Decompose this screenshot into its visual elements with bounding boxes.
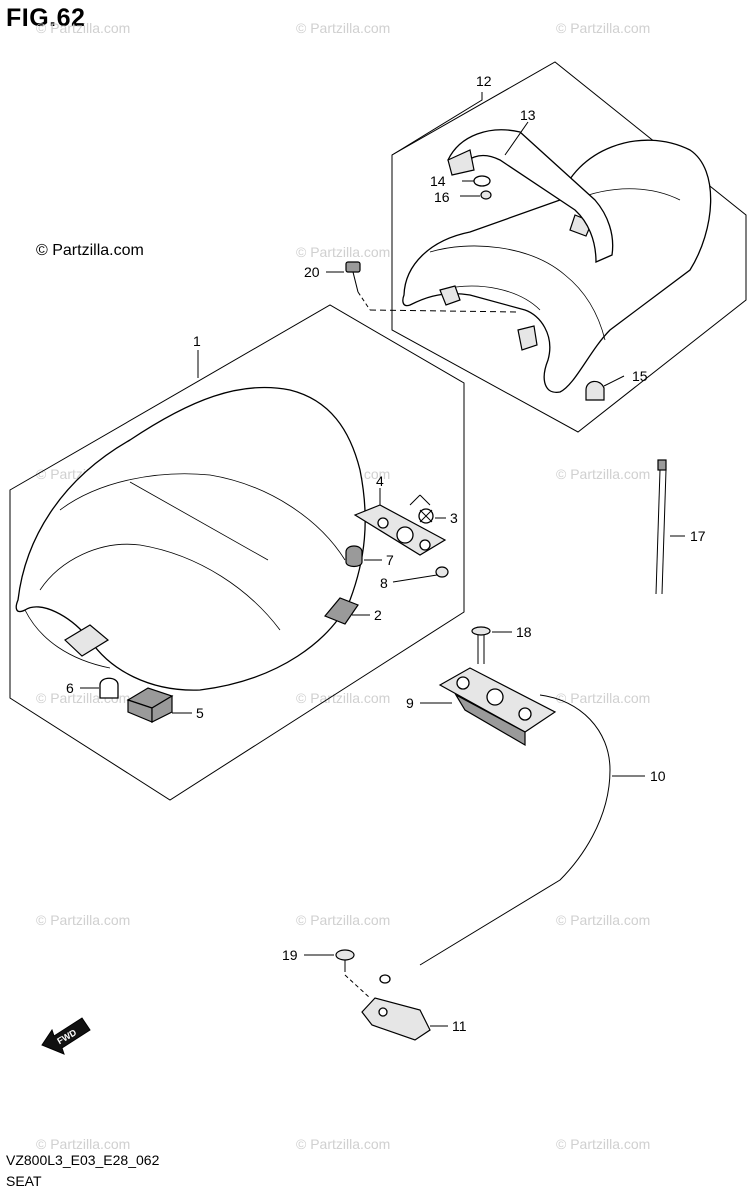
watermark: © Partzilla.com (296, 244, 391, 260)
forward-arrow-icon: FWD (41, 1017, 91, 1055)
leader-line (392, 574, 438, 583)
handle-mount (447, 149, 475, 176)
washer (473, 175, 491, 187)
callout-5: 5 (196, 705, 204, 721)
copyright-notice: © Partzilla.com (36, 242, 144, 259)
callout-17: 17 (690, 528, 706, 544)
screw (471, 626, 491, 664)
front-seat-group-frame (9, 304, 465, 801)
callout-1: 1 (193, 333, 201, 349)
callout-8: 8 (380, 575, 388, 591)
leader-line (391, 92, 483, 156)
rear-seat-group-frame (391, 61, 747, 433)
watermark: © Partzilla.com (556, 466, 651, 482)
leader-line (603, 375, 625, 387)
leader-line (504, 121, 529, 156)
callout-18: 18 (516, 624, 532, 640)
bolt (345, 261, 521, 313)
callout-2: 2 (374, 607, 382, 623)
seat-strap (655, 459, 667, 595)
screw (335, 949, 371, 999)
front-seat (15, 386, 366, 691)
watermark: © Partzilla.com (36, 20, 131, 36)
callout-7: 7 (386, 552, 394, 568)
figure-code: VZ800L3_E03_E28_062 (6, 1152, 160, 1168)
callout-14: 14 (430, 173, 446, 189)
seat-cushion-pad (585, 380, 605, 401)
leader-line (419, 494, 431, 506)
seat-clip (324, 597, 359, 625)
watermark: © Partzilla.com (556, 690, 651, 706)
seat-plate (353, 504, 447, 556)
watermark: © Partzilla.com (36, 912, 131, 928)
rear-seat-bracket (439, 285, 461, 306)
figure-title: FIG.62 (6, 4, 86, 32)
seat-lock (438, 667, 557, 747)
callout-16: 16 (434, 189, 450, 205)
watermark: © Partzilla.com (556, 912, 651, 928)
watermark: © Partzilla.com (296, 20, 391, 36)
figure-name: SEAT (6, 1173, 42, 1189)
callout-3: 3 (450, 510, 458, 526)
seat-cushion (99, 677, 119, 699)
watermark: © Partzilla.com (296, 1136, 391, 1152)
watermark: © Partzilla.com (296, 912, 391, 928)
leader-line (409, 494, 421, 506)
watermark: © Partzilla.com (296, 690, 391, 706)
callout-13: 13 (520, 107, 536, 123)
callout-6: 6 (66, 680, 74, 696)
seat-lock-bracket (361, 974, 431, 1041)
callout-19: 19 (282, 947, 298, 963)
callout-9: 9 (406, 695, 414, 711)
watermark: © Partzilla.com (556, 1136, 651, 1152)
rear-seat-bracket (517, 325, 538, 351)
callout-20: 20 (304, 264, 320, 280)
callout-15: 15 (632, 368, 648, 384)
seat-pad (126, 687, 174, 723)
callout-4: 4 (376, 473, 384, 489)
callout-11: 11 (452, 1018, 467, 1034)
watermark: © Partzilla.com (36, 1136, 131, 1152)
watermark: © Partzilla.com (556, 20, 651, 36)
grommet (418, 508, 434, 524)
callout-10: 10 (650, 768, 666, 784)
front-seat-hook (64, 624, 110, 657)
seat-lock-cable (419, 694, 611, 966)
nut (345, 545, 363, 568)
callout-12: 12 (476, 73, 492, 89)
passenger-handle (447, 129, 614, 263)
nut (480, 190, 492, 200)
washer (435, 566, 449, 578)
